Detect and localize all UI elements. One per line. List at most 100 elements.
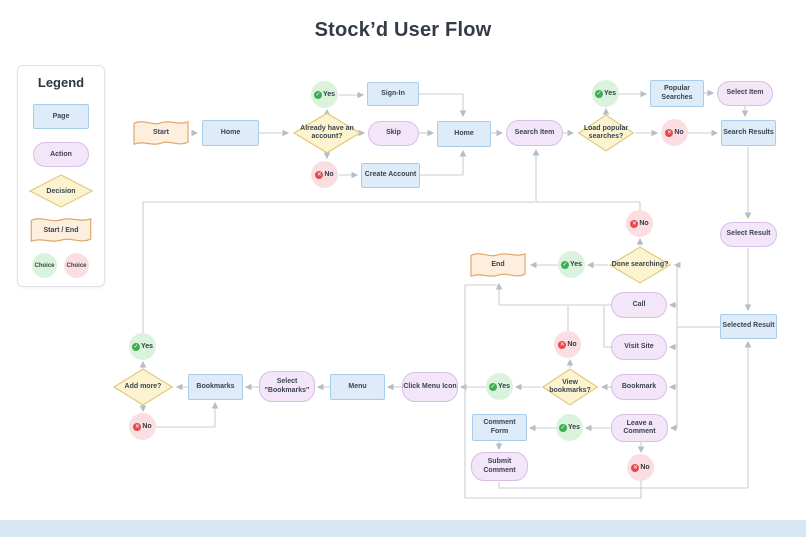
choice-yes[interactable]: ✓ Yes <box>592 80 619 107</box>
choice-no[interactable]: ✕ No <box>311 161 338 188</box>
legend-page-swatch: Page <box>33 104 89 129</box>
node-label: Popular Searches <box>661 85 693 101</box>
node-submit-comment[interactable]: Submit Comment <box>471 452 528 481</box>
legend-action-swatch: Action <box>33 142 89 167</box>
diamond-shape-icon <box>577 114 635 152</box>
node-label: Selected Result <box>722 322 775 330</box>
node-select-item[interactable]: Select Item <box>717 81 773 106</box>
node-start[interactable]: Start <box>131 117 191 149</box>
yes-check-icon: ✓ <box>558 423 567 432</box>
node-label: Search Results <box>723 128 774 136</box>
legend-label: Decision <box>46 187 76 195</box>
choice-yes[interactable]: ✓ Yes <box>558 251 585 278</box>
node-label: Done searching? <box>611 260 669 268</box>
legend-label: Choice <box>34 262 55 269</box>
node-label: Sign-In <box>381 89 405 97</box>
legend-label: Choice <box>66 262 87 269</box>
legend-label: Page <box>52 113 70 120</box>
node-home-2[interactable]: Home <box>437 121 491 147</box>
node-comment-form[interactable]: Comment Form <box>472 414 527 441</box>
diamond-shape-icon <box>541 368 599 406</box>
diamond-shape-icon <box>28 174 94 208</box>
legend-startend-swatch: Start / End <box>28 214 94 246</box>
yes-check-icon: ✓ <box>131 342 140 351</box>
node-label: View bookmarks? <box>549 378 591 394</box>
node-label: Bookmark <box>621 382 657 390</box>
no-cross-icon: ✕ <box>665 128 674 137</box>
node-skip[interactable]: Skip <box>368 121 419 146</box>
legend-choice-no-swatch: Choice <box>64 253 89 278</box>
node-label: Select "Bookmarks" <box>264 378 310 394</box>
node-label: Submit Comment <box>483 458 516 474</box>
node-label: End <box>491 260 505 268</box>
node-label: Start <box>153 128 169 136</box>
choice-yes[interactable]: ✓ Yes <box>129 333 156 360</box>
flag-shape-icon <box>131 117 191 149</box>
yes-check-icon: ✓ <box>594 89 603 98</box>
choice-no[interactable]: ✕ No <box>661 119 688 146</box>
node-visit-site[interactable]: Visit Site <box>611 334 667 360</box>
node-label: Skip <box>386 129 401 137</box>
node-label: Leave a Comment <box>623 419 656 435</box>
node-select-bookmarks[interactable]: Select "Bookmarks" <box>259 371 315 402</box>
node-sign-in[interactable]: Sign-In <box>367 82 419 106</box>
legend-title: Legend <box>37 75 85 90</box>
bottom-band <box>0 520 806 537</box>
node-select-result[interactable]: Select Result <box>720 222 777 247</box>
node-load-popular-searches[interactable]: Load popular searches? <box>577 114 635 152</box>
node-label: Bookmarks <box>196 382 235 390</box>
node-label: Menu <box>348 382 367 390</box>
yes-check-icon: ✓ <box>313 90 322 99</box>
node-bookmarks[interactable]: Bookmarks <box>188 374 243 400</box>
diamond-shape-icon <box>608 246 672 284</box>
node-label: Load popular searches? <box>583 124 629 140</box>
node-menu[interactable]: Menu <box>330 374 385 400</box>
node-search-item[interactable]: Search Item <box>506 120 563 146</box>
node-selected-result[interactable]: Selected Result <box>720 314 777 339</box>
choice-no[interactable]: ✕ No <box>554 331 581 358</box>
node-label: Create Account <box>364 171 417 179</box>
legend-decision-swatch: Decision <box>28 174 94 208</box>
flag-shape-icon <box>468 249 528 281</box>
node-label: Home <box>454 129 474 137</box>
node-search-results[interactable]: Search Results <box>721 120 776 146</box>
node-label: Select Result <box>726 230 771 238</box>
choice-no[interactable]: ✕ No <box>626 210 653 237</box>
node-label: Call <box>632 300 646 308</box>
no-cross-icon: ✕ <box>631 463 640 472</box>
node-add-more[interactable]: Add more? <box>112 368 174 406</box>
page-title: Stock’d User Flow <box>314 19 492 41</box>
node-bookmark[interactable]: Bookmark <box>611 374 667 400</box>
choice-yes[interactable]: ✓ Yes <box>556 414 583 441</box>
node-leave-a-comment[interactable]: Leave a Comment <box>611 414 668 442</box>
node-label: Add more? <box>124 382 162 390</box>
no-cross-icon: ✕ <box>630 219 639 228</box>
choice-no[interactable]: ✕ No <box>129 413 156 440</box>
choice-yes[interactable]: ✓ Yes <box>311 81 338 108</box>
node-create-account[interactable]: Create Account <box>361 163 420 188</box>
node-click-menu-icon[interactable]: Click Menu Icon <box>402 372 458 402</box>
node-view-bookmarks[interactable]: View bookmarks? <box>541 368 599 406</box>
node-label: Already have an account? <box>300 124 354 140</box>
no-cross-icon: ✕ <box>558 340 567 349</box>
choice-no[interactable]: ✕ No <box>627 454 654 481</box>
node-home[interactable]: Home <box>202 120 259 146</box>
no-cross-icon: ✕ <box>315 170 324 179</box>
flag-shape-icon <box>28 214 94 246</box>
node-already-have-account[interactable]: Already have an account? <box>292 112 362 154</box>
legend-label: Start / End <box>43 226 79 234</box>
node-end[interactable]: End <box>468 249 528 281</box>
no-cross-icon: ✕ <box>133 422 142 431</box>
diamond-shape-icon <box>112 368 174 406</box>
legend-choice-yes-swatch: Choice <box>32 253 57 278</box>
legend-panel[interactable]: Legend Page Action Decision Start / End … <box>17 65 105 287</box>
node-done-searching[interactable]: Done searching? <box>608 246 672 284</box>
choice-yes[interactable]: ✓ Yes <box>486 373 513 400</box>
node-call[interactable]: Call <box>611 292 667 318</box>
node-popular-searches[interactable]: Popular Searches <box>650 80 704 107</box>
node-label: Click Menu Icon <box>403 382 457 390</box>
node-label: Select Item <box>726 89 764 97</box>
yes-check-icon: ✓ <box>560 260 569 269</box>
